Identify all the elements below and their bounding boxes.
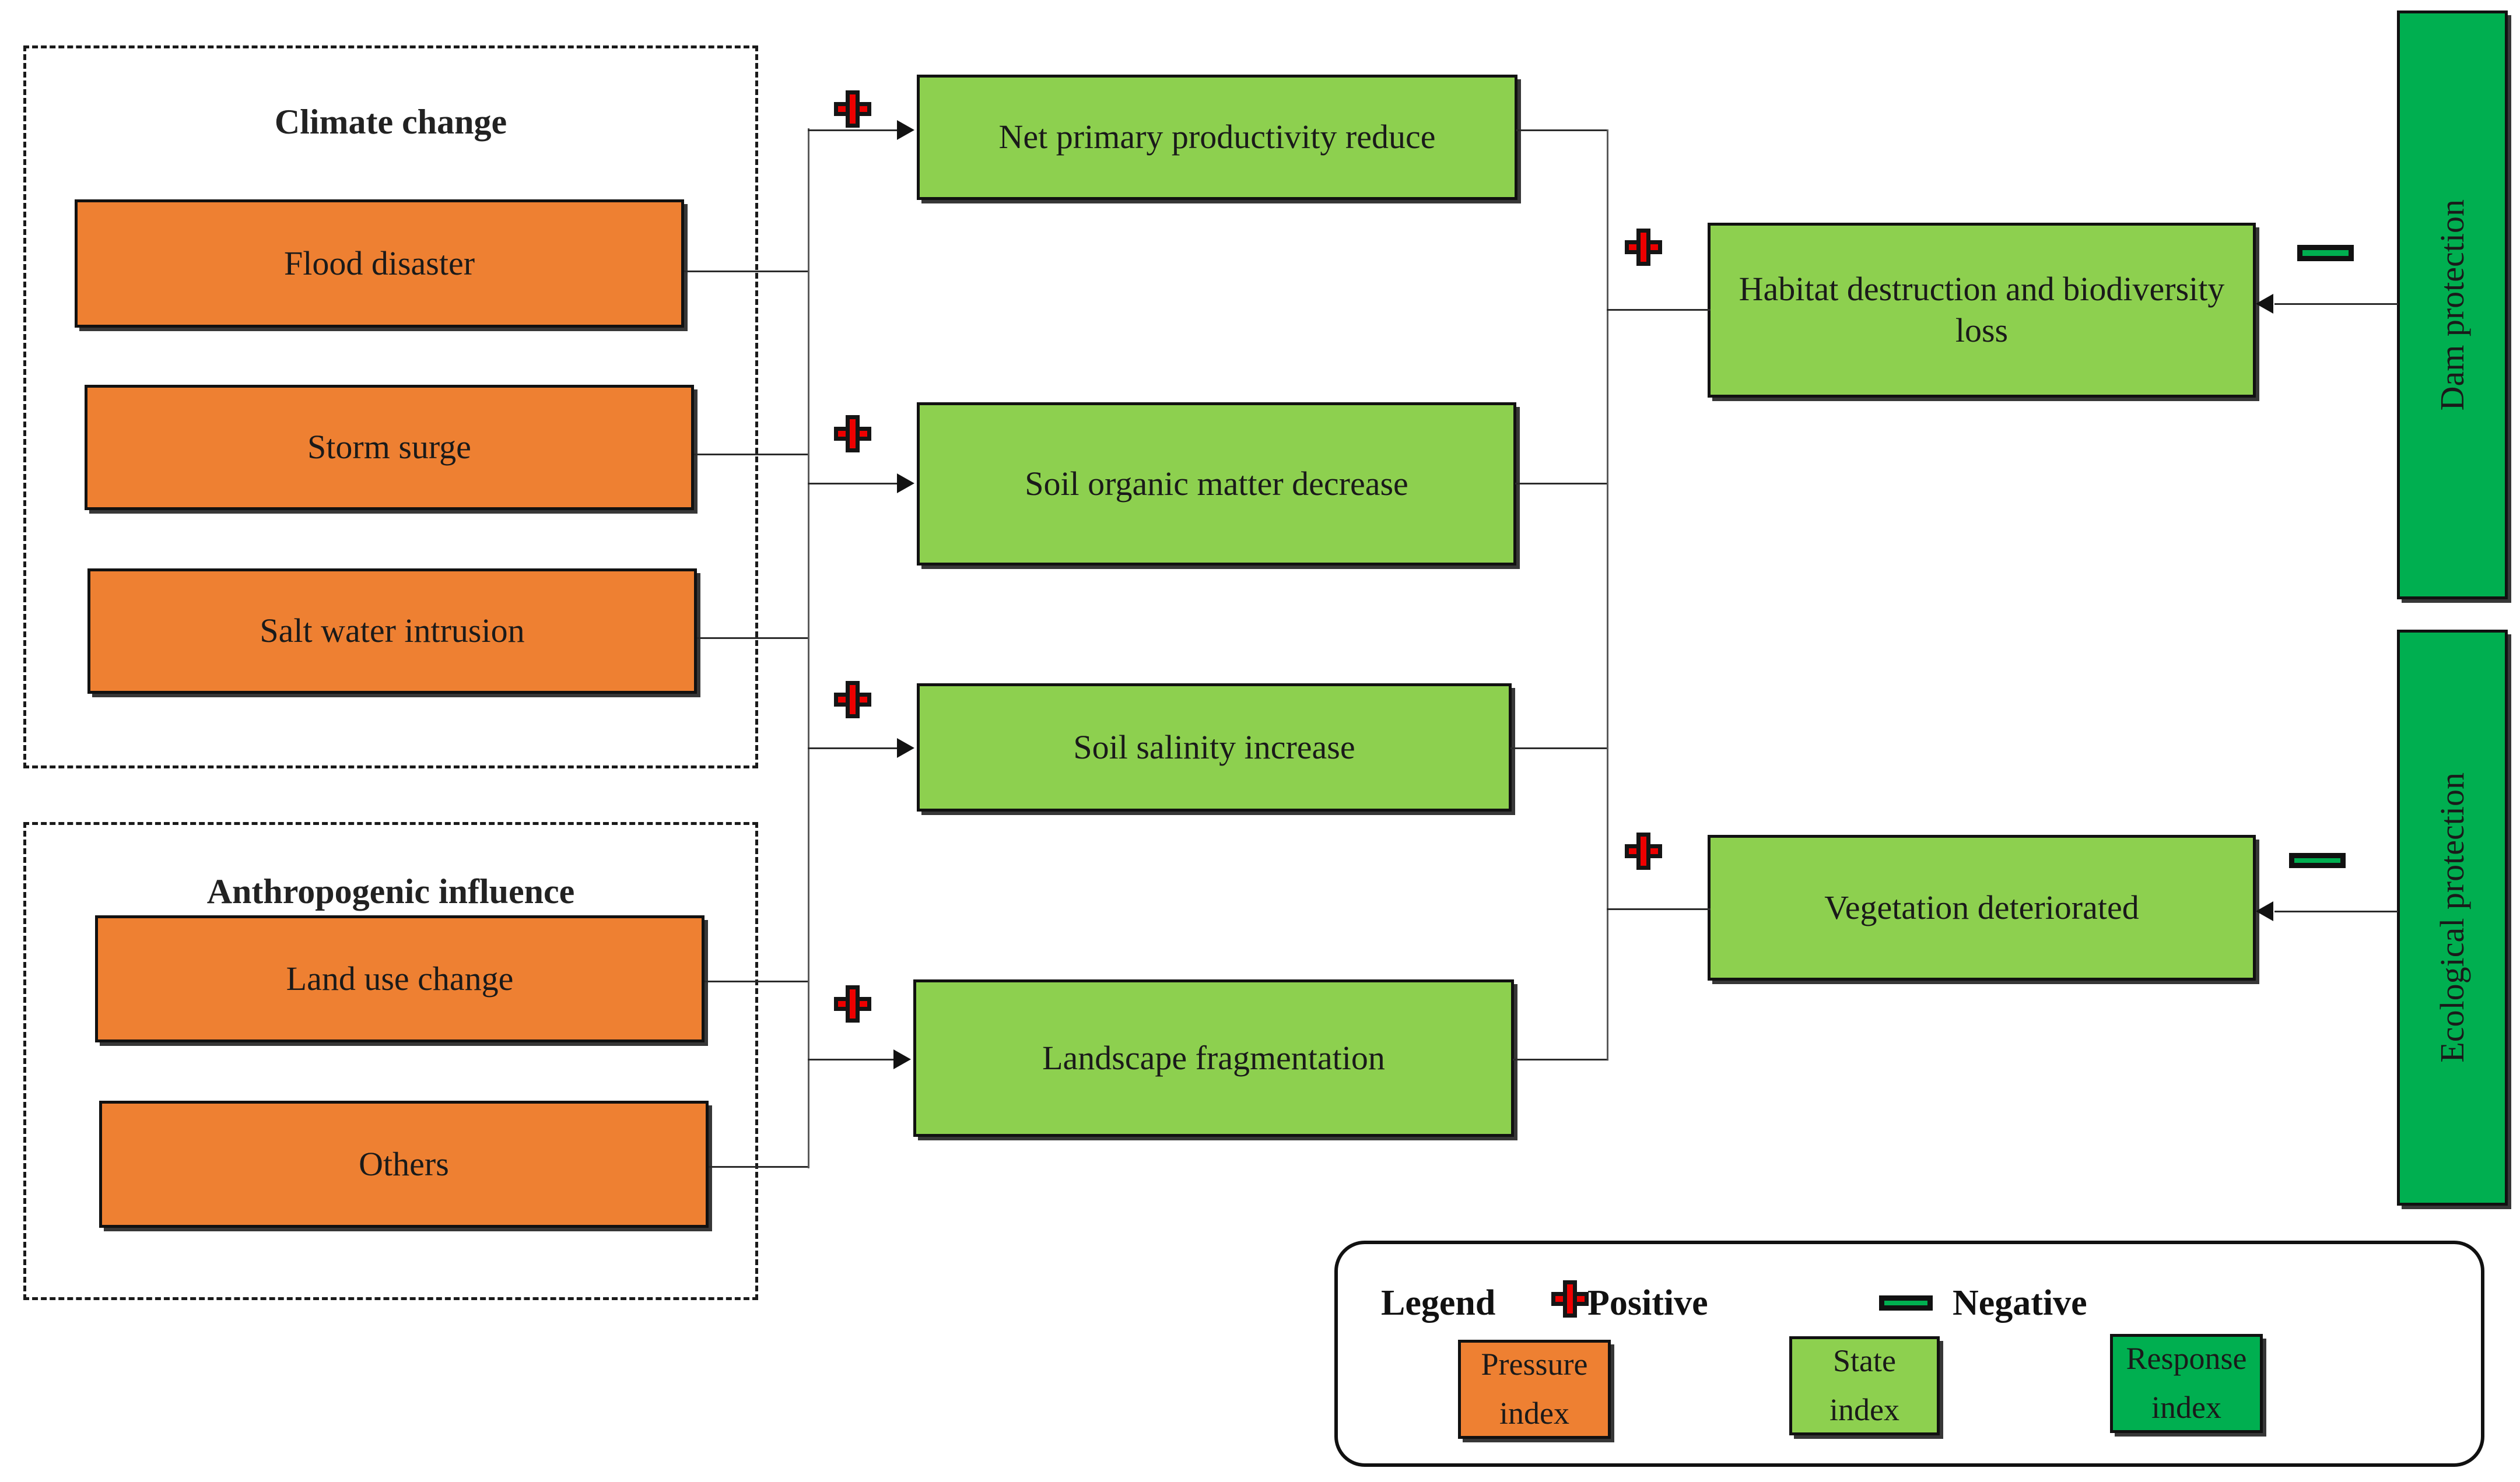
positive-sign-icon (834, 985, 871, 1023)
node-land-use-change[interactable]: Land use change (95, 915, 705, 1042)
node-label: Soil organic matter decrease (1025, 464, 1408, 503)
edge-dam-to-habitat (2274, 303, 2398, 305)
plus-vertical-bar (846, 985, 860, 1023)
negative-sign-icon (2289, 853, 2346, 868)
legend-swatch-label: State index (1829, 1343, 1899, 1427)
arrowhead-landscape (893, 1049, 911, 1069)
node-soil-salinity-increase[interactable]: Soil salinity increase (917, 683, 1512, 812)
plus-vertical-bar (1636, 229, 1650, 266)
group-anthropogenic-influence (23, 822, 758, 1300)
node-label: Habitat destruction and biodiversity los… (1739, 270, 2225, 349)
edge-npp-to-bus2 (1516, 129, 1608, 131)
legend-swatch-label: Pressure index (1481, 1347, 1588, 1431)
node-label: Vegetation deteriorated (1824, 888, 2139, 926)
node-label: Salt water intrusion (260, 612, 525, 650)
node-label: Soil salinity increase (1073, 728, 1355, 766)
plus-vertical-bar (846, 681, 860, 718)
node-soil-organic-matter-decrease[interactable]: Soil organic matter decrease (917, 402, 1516, 566)
bus-state-to-outcome (1607, 129, 1608, 1060)
node-vegetation-deteriorated[interactable]: Vegetation deteriorated (1708, 835, 2256, 981)
positive-sign-icon (834, 90, 871, 128)
node-ecological-protection[interactable]: Ecological protection (2397, 630, 2508, 1206)
arrowhead-npp (897, 120, 914, 140)
node-landscape-fragmentation[interactable]: Landscape fragmentation (913, 979, 1514, 1137)
node-others[interactable]: Others (99, 1101, 709, 1228)
node-salt-water-intrusion[interactable]: Salt water intrusion (87, 568, 697, 694)
positive-sign-icon (834, 681, 871, 718)
arrowhead-vegetation-from-ecological (2256, 901, 2273, 921)
group-anthropogenic-influence-title: Anthropogenic influence (206, 872, 575, 911)
legend-swatch-pressure-index: Pressure index (1458, 1340, 1611, 1439)
positive-sign-icon (1625, 229, 1662, 266)
arrowhead-soil-organic (897, 473, 914, 493)
edge-bus-to-landscape (808, 1059, 898, 1060)
node-label: Storm surge (307, 428, 471, 466)
arrowhead-soil-salinity (897, 738, 914, 758)
edge-landuse-to-bus (705, 981, 809, 982)
node-storm-surge[interactable]: Storm surge (85, 385, 694, 510)
plus-vertical-bar (846, 415, 860, 452)
edge-landscape-to-bus2 (1513, 1059, 1608, 1060)
group-climate-change (23, 45, 758, 768)
node-label: Land use change (286, 959, 514, 998)
node-label: Landscape fragmentation (1042, 1038, 1385, 1077)
edge-ecological-to-vegetation (2274, 911, 2398, 912)
node-habitat-destruction[interactable]: Habitat destruction and biodiversity los… (1708, 223, 2256, 398)
edge-bus2-to-vegetation (1607, 908, 1711, 910)
node-dam-protection[interactable]: Dam protection (2397, 10, 2508, 599)
bus-pressure-to-state (808, 128, 809, 1168)
legend-negative-label: Negative (1953, 1283, 2087, 1323)
edge-bus-to-soil-salinity (808, 747, 901, 749)
positive-sign-icon (834, 415, 871, 452)
edge-bus-to-npp (808, 129, 901, 131)
edge-salt-to-bus (697, 637, 809, 639)
legend-title: Legend (1381, 1283, 1496, 1323)
node-label: Dam protection (2433, 199, 2471, 411)
negative-sign-icon (2297, 245, 2354, 261)
edge-bus2-to-habitat (1607, 309, 1711, 311)
edge-storm-to-bus (694, 454, 809, 455)
group-climate-change-title: Climate change (274, 103, 507, 141)
plus-vertical-bar (1563, 1280, 1577, 1318)
legend-positive-label: Positive (1587, 1283, 1708, 1323)
legend-swatch-response-index: Response index (2110, 1334, 2263, 1433)
plus-vertical-bar (846, 90, 860, 128)
edge-soilorg-to-bus2 (1515, 483, 1608, 484)
node-label: Ecological protection (2433, 772, 2471, 1063)
plus-vertical-bar (1636, 833, 1650, 870)
edge-others-to-bus (709, 1166, 809, 1168)
positive-sign-icon (1625, 833, 1662, 870)
edge-soilsal-to-bus2 (1510, 747, 1608, 749)
legend-swatch-state-index: State index (1789, 1336, 1940, 1435)
edge-flood-to-bus (684, 271, 809, 272)
node-label: Net primary productivity reduce (998, 118, 1436, 156)
node-label: Flood disaster (283, 244, 475, 282)
arrowhead-habitat-from-dam (2256, 294, 2273, 314)
legend-negative-sign-icon (1879, 1295, 1933, 1311)
node-npp-reduce[interactable]: Net primary productivity reduce (917, 75, 1517, 200)
node-flood-disaster[interactable]: Flood disaster (75, 199, 684, 328)
legend-swatch-label: Response index (2126, 1341, 2247, 1425)
edge-bus-to-soil-organic (808, 483, 901, 484)
node-label: Others (359, 1144, 449, 1183)
legend-positive-sign-icon (1551, 1280, 1589, 1318)
